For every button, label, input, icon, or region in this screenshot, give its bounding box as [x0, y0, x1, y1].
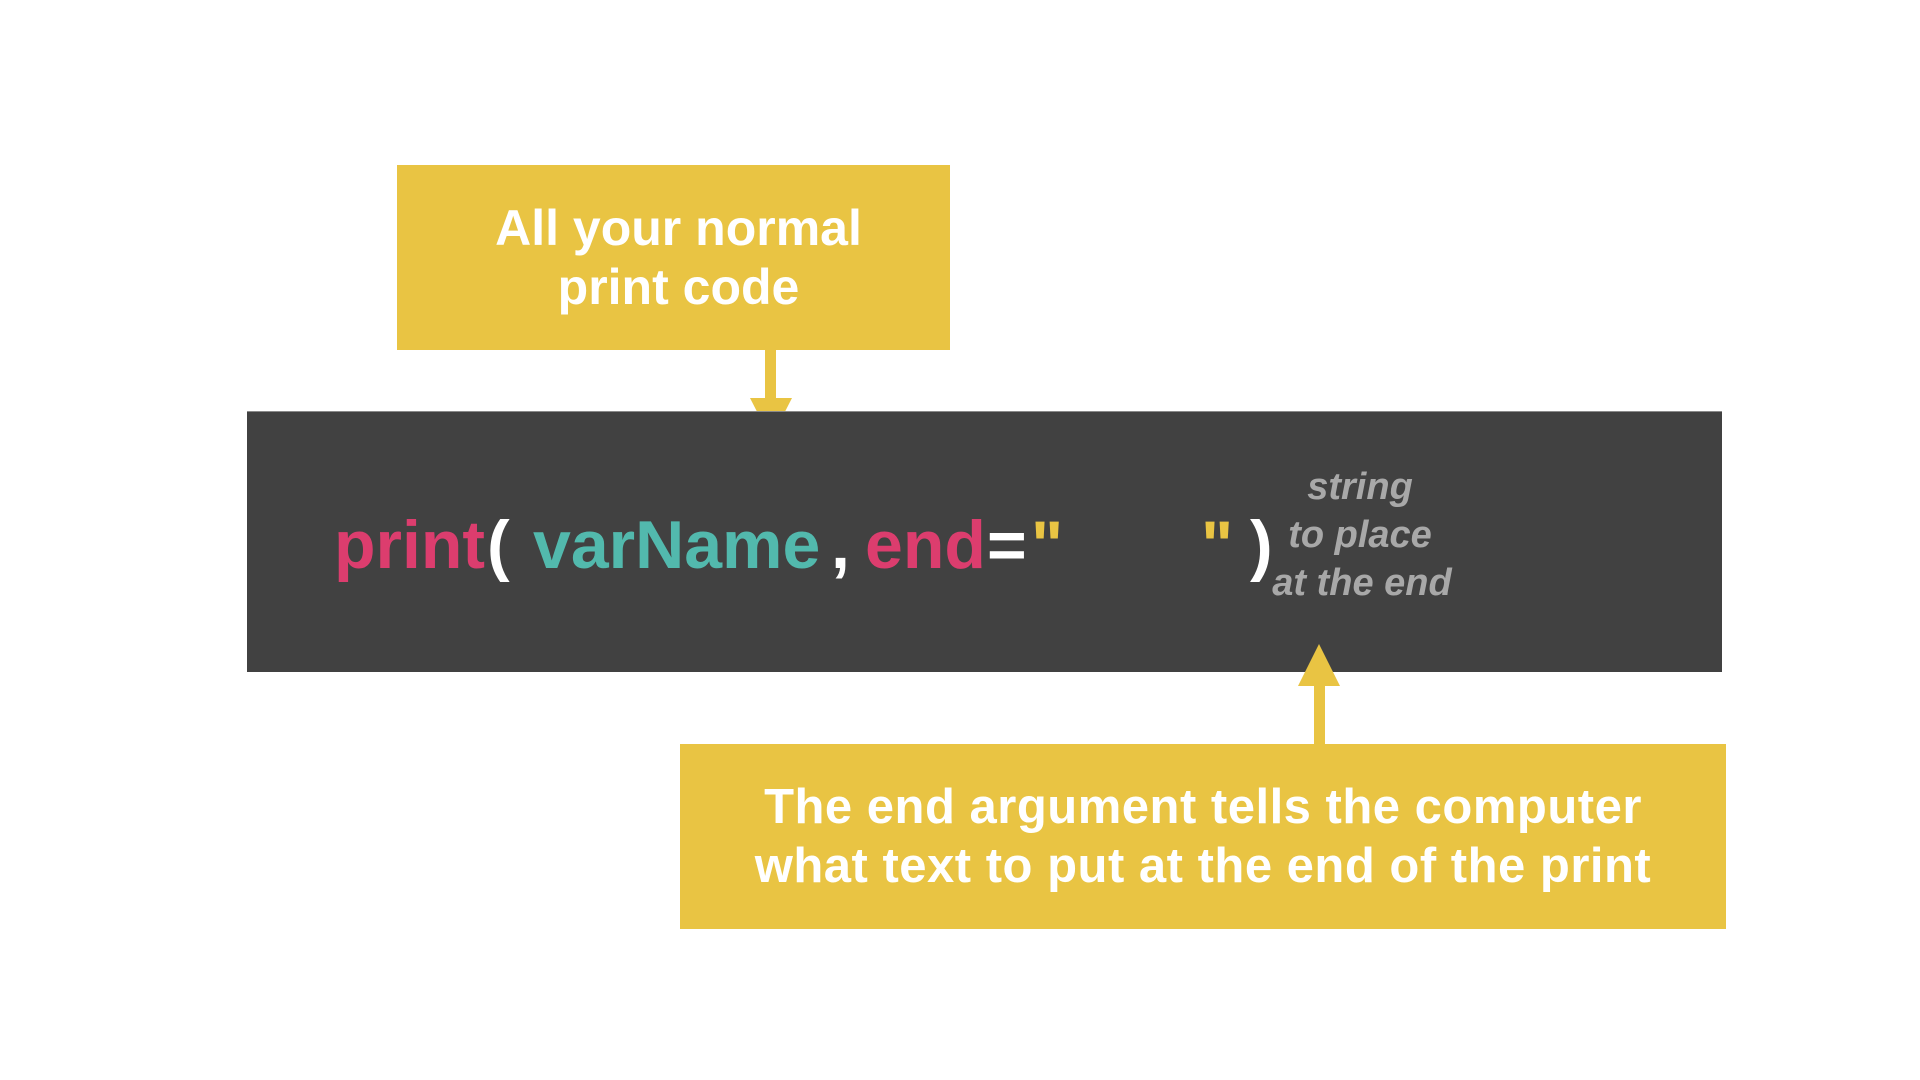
- code-close-quote: ": [1201, 507, 1234, 583]
- top-callout-line-1: All your normal: [495, 199, 862, 256]
- code-end-keyword: end: [865, 507, 986, 583]
- code-block: [247, 411, 1722, 672]
- code-variable-name: varName: [533, 507, 821, 583]
- code-close-paren: ): [1250, 507, 1273, 583]
- bottom-callout-line-2: what text to put at the end of the print: [754, 838, 1652, 893]
- annotation-line-1: string: [1307, 466, 1413, 508]
- bottom-callout-line-1: The end argument tells the computer: [764, 779, 1642, 834]
- code-open-quote: ": [1031, 507, 1064, 583]
- annotation-line-3: at the end: [1272, 562, 1452, 604]
- bottom-callout-box: The end argument tells the computer what…: [680, 744, 1726, 929]
- annotation-line-2: to place: [1288, 514, 1432, 556]
- arrow-up-icon: [1298, 644, 1340, 744]
- code-open-paren: (: [487, 507, 510, 583]
- top-callout-box: All your normal print code: [397, 165, 950, 350]
- code-equals: =: [987, 507, 1027, 583]
- code-comma: ,: [831, 507, 850, 583]
- code-print-keyword: print: [334, 507, 486, 583]
- top-callout-line-2: print code: [557, 258, 800, 315]
